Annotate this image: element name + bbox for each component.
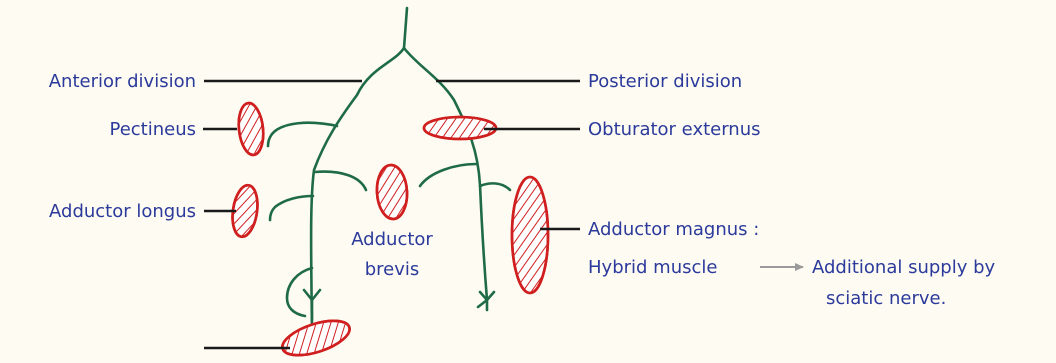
additional-supply-label-line2: sciatic nerve. (826, 288, 946, 309)
adductor-magnus-muscle (512, 177, 548, 293)
anterior-division-label: Anterior division (49, 71, 196, 92)
adductor-longus-label: Adductor longus (49, 201, 196, 222)
obturator-externus-label: Obturator externus (588, 119, 761, 140)
pectineus-muscle (236, 102, 265, 156)
gracilis-branch (287, 268, 312, 316)
adductor-brevis-muscle (376, 164, 409, 219)
pectineus-label: Pectineus (109, 119, 196, 140)
posterior-division-label: Posterior division (588, 71, 742, 92)
adductor-brevis-label-line2: brevis (365, 259, 420, 280)
adductor-brevis-label-line1: Adductor (351, 229, 433, 250)
adductor-brevis-right-branch (420, 164, 476, 186)
adductor-magnus-branch (480, 183, 510, 190)
adductor-brevis-left-branch (315, 172, 366, 190)
additional-supply-label-line1: Additional supply by (812, 257, 996, 278)
adductor-longus-branch (270, 196, 313, 220)
adductor-magnus-label: Adductor magnus : (588, 219, 759, 240)
gracilis-muscle (278, 314, 353, 362)
hybrid-muscle-label: Hybrid muscle (588, 257, 717, 278)
